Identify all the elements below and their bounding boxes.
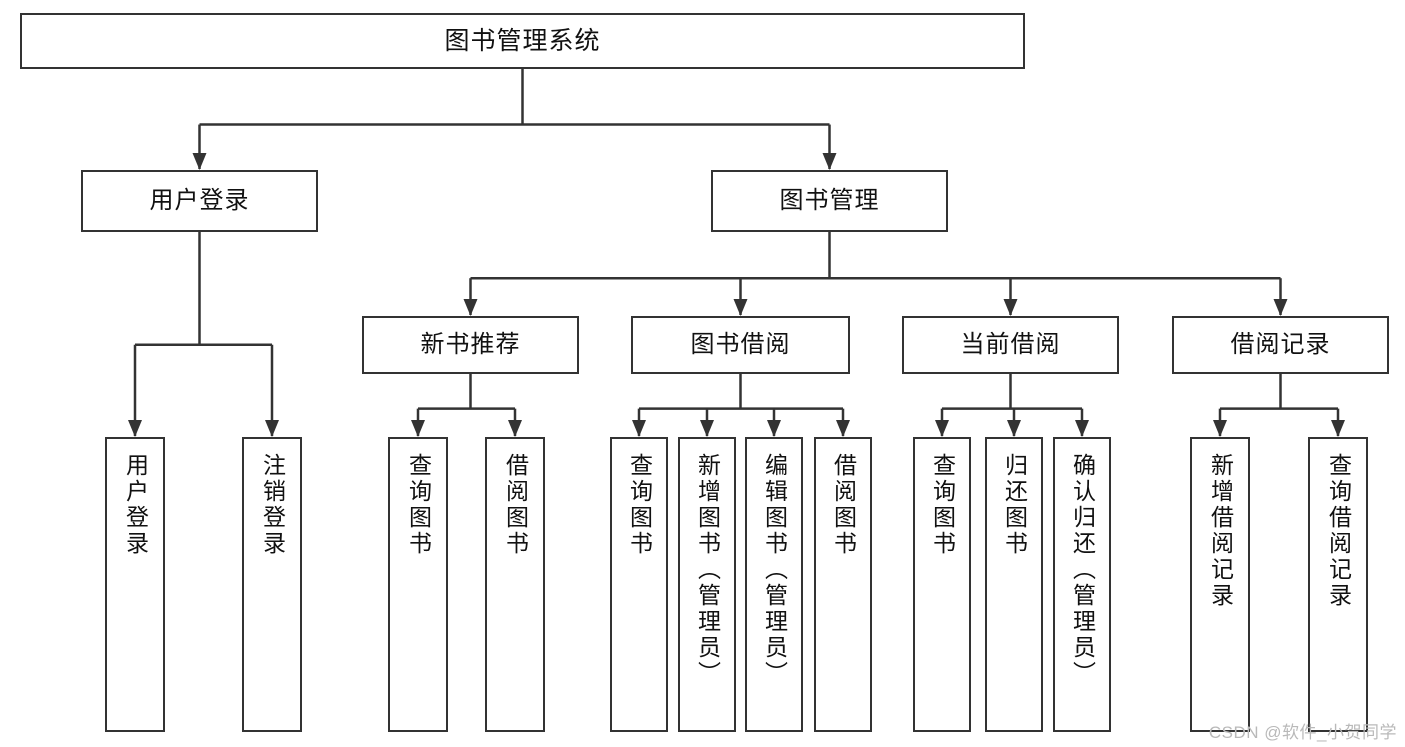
connector-arrowhead bbox=[1003, 299, 1018, 316]
node-borrow-record-label: 借阅记录 bbox=[1230, 331, 1331, 359]
node-leaf-user-login[interactable]: 用户登录 bbox=[105, 437, 165, 732]
node-leaf-add-borrow-record[interactable]: 新增借阅记录 bbox=[1190, 437, 1250, 732]
connector-arrowhead bbox=[822, 153, 837, 170]
node-user-login-label: 用户登录 bbox=[149, 187, 250, 215]
connector-arrowhead bbox=[767, 420, 781, 437]
node-leaf-edit-book-admin[interactable]: 编辑图书（管理员） bbox=[745, 437, 803, 732]
node-borrow-record[interactable]: 借阅记录 bbox=[1172, 316, 1389, 374]
node-leaf-confirm-return-admin-label: 确认归还（管理员） bbox=[1069, 453, 1096, 687]
connector-arrowhead bbox=[733, 299, 748, 316]
connector-arrowhead bbox=[1075, 420, 1089, 437]
node-leaf-borrow-book-rec-label: 借阅图书 bbox=[502, 453, 529, 557]
node-leaf-return-book-label: 归还图书 bbox=[1001, 453, 1028, 557]
connector-arrowhead bbox=[1007, 420, 1021, 437]
connector-arrowhead bbox=[463, 299, 478, 316]
node-leaf-query-borrow-record-label: 查询借阅记录 bbox=[1325, 453, 1352, 609]
node-leaf-query-book-borrow[interactable]: 查询图书 bbox=[610, 437, 668, 732]
node-new-book-recommend[interactable]: 新书推荐 bbox=[362, 316, 579, 374]
node-leaf-query-book-rec-label: 查询图书 bbox=[405, 453, 432, 557]
node-book-manage-label: 图书管理 bbox=[779, 187, 880, 215]
connector-arrowhead bbox=[1331, 420, 1345, 437]
node-leaf-borrow-book-label: 借阅图书 bbox=[830, 453, 857, 557]
node-leaf-query-book-current-label: 查询图书 bbox=[929, 453, 956, 557]
node-leaf-query-borrow-record[interactable]: 查询借阅记录 bbox=[1308, 437, 1368, 732]
watermark: CSDN @软件_小贺同学 bbox=[1208, 723, 1397, 742]
node-leaf-query-book-borrow-label: 查询图书 bbox=[626, 453, 653, 557]
connector-arrowhead bbox=[1213, 420, 1227, 437]
node-current-borrow[interactable]: 当前借阅 bbox=[902, 316, 1119, 374]
node-leaf-add-book-admin-label: 新增图书（管理员） bbox=[694, 453, 721, 687]
node-leaf-add-borrow-record-label: 新增借阅记录 bbox=[1207, 453, 1234, 609]
node-current-borrow-label: 当前借阅 bbox=[960, 331, 1061, 359]
connector-arrowhead bbox=[265, 420, 279, 437]
connector-arrowhead bbox=[128, 420, 142, 437]
connector-arrowhead bbox=[508, 420, 522, 437]
connector-arrowhead bbox=[192, 153, 207, 170]
node-leaf-borrow-book[interactable]: 借阅图书 bbox=[814, 437, 872, 732]
node-leaf-borrow-book-rec[interactable]: 借阅图书 bbox=[485, 437, 545, 732]
connector-arrowhead bbox=[632, 420, 646, 437]
node-leaf-user-logout[interactable]: 注销登录 bbox=[242, 437, 302, 732]
connector-arrowhead bbox=[1273, 299, 1288, 316]
node-root-label: 图书管理系统 bbox=[444, 26, 601, 55]
node-root[interactable]: 图书管理系统 bbox=[20, 13, 1025, 69]
connector-arrowhead bbox=[836, 420, 850, 437]
node-new-book-recommend-label: 新书推荐 bbox=[420, 331, 521, 359]
node-book-borrow-label: 图书借阅 bbox=[690, 331, 791, 359]
node-book-manage[interactable]: 图书管理 bbox=[711, 170, 948, 232]
connector-arrowhead bbox=[700, 420, 714, 437]
connector-arrowhead bbox=[935, 420, 949, 437]
node-leaf-confirm-return-admin[interactable]: 确认归还（管理员） bbox=[1053, 437, 1111, 732]
node-user-login[interactable]: 用户登录 bbox=[81, 170, 318, 232]
node-leaf-query-book-rec[interactable]: 查询图书 bbox=[388, 437, 448, 732]
node-leaf-return-book[interactable]: 归还图书 bbox=[985, 437, 1043, 732]
node-book-borrow[interactable]: 图书借阅 bbox=[631, 316, 850, 374]
connector-arrowhead bbox=[411, 420, 425, 437]
node-leaf-add-book-admin[interactable]: 新增图书（管理员） bbox=[678, 437, 736, 732]
node-leaf-query-book-current[interactable]: 查询图书 bbox=[913, 437, 971, 732]
node-leaf-edit-book-admin-label: 编辑图书（管理员） bbox=[761, 453, 788, 687]
node-leaf-user-logout-label: 注销登录 bbox=[259, 453, 286, 557]
node-leaf-user-login-label: 用户登录 bbox=[122, 453, 149, 557]
